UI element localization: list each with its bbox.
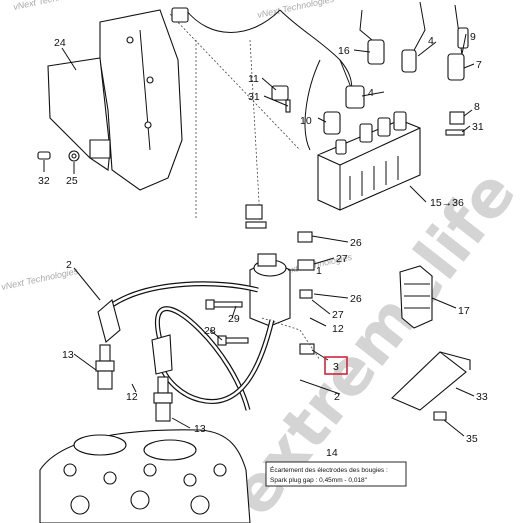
callout-13-lower: 13 bbox=[194, 423, 206, 435]
callout-26: 26 bbox=[350, 237, 362, 249]
callout-8: 8 bbox=[474, 101, 480, 113]
cdi-module bbox=[317, 111, 421, 211]
right-parts bbox=[391, 265, 471, 421]
callout-15-36: 15→36 bbox=[430, 197, 464, 209]
callout-3: 3 bbox=[333, 361, 339, 373]
top-connectors bbox=[171, 7, 469, 136]
callout-9: 9 bbox=[470, 31, 476, 43]
callout-28: 28 bbox=[204, 325, 216, 337]
callout-12-lower: 12 bbox=[126, 391, 138, 403]
watermark-top-center: vNext Technologies bbox=[256, 0, 335, 20]
callout-35: 35 bbox=[466, 433, 478, 445]
callout-33: 33 bbox=[476, 391, 488, 403]
callout-7: 7 bbox=[476, 59, 482, 71]
callout-16: 16 bbox=[338, 45, 350, 57]
ht-leads bbox=[97, 281, 275, 411]
ignition-coil bbox=[205, 204, 321, 361]
callout-1: 1 bbox=[316, 265, 322, 277]
callout-24: 24 bbox=[54, 37, 66, 49]
callout-17: 17 bbox=[458, 305, 470, 317]
upper-wiring bbox=[169, 1, 463, 221]
callout-11: 11 bbox=[248, 73, 259, 85]
callout-2: 2 bbox=[66, 259, 72, 271]
callout-14: 14 bbox=[326, 447, 338, 459]
small-parts-left bbox=[37, 150, 80, 162]
callout-27-lower: 27 bbox=[332, 309, 344, 321]
spark-gap-note: Écartement des électrodes des bougies : … bbox=[265, 461, 407, 487]
mounting-bracket bbox=[47, 9, 183, 191]
spark-plugs bbox=[95, 344, 173, 422]
callout-26-lower: 26 bbox=[350, 293, 362, 305]
callout-13: 13 bbox=[62, 349, 74, 361]
engine-head bbox=[39, 429, 251, 523]
callout-12: 12 bbox=[332, 323, 344, 335]
note-line-1: Écartement des électrodes des bougies : bbox=[270, 465, 388, 474]
callout-25: 25 bbox=[66, 175, 78, 187]
callout-4: 4 bbox=[428, 35, 434, 47]
callout-27: 27 bbox=[336, 253, 348, 265]
callout-29: 29 bbox=[228, 313, 240, 325]
callout-4-lower: 4 bbox=[368, 87, 374, 99]
callout-32: 32 bbox=[38, 175, 50, 187]
leader-lines bbox=[43, 33, 475, 437]
callout-10: 10 bbox=[300, 115, 312, 127]
callout-31-right: 31 bbox=[472, 121, 484, 133]
watermark-top-left: vNext Technologies bbox=[12, 0, 91, 12]
callout-31: 31 bbox=[248, 91, 260, 103]
callout-2-lower: 2 bbox=[334, 391, 340, 403]
highlight-box bbox=[324, 356, 348, 375]
note-line-2: Spark plug gap : 0,45mm - 0,018" bbox=[270, 477, 368, 484]
